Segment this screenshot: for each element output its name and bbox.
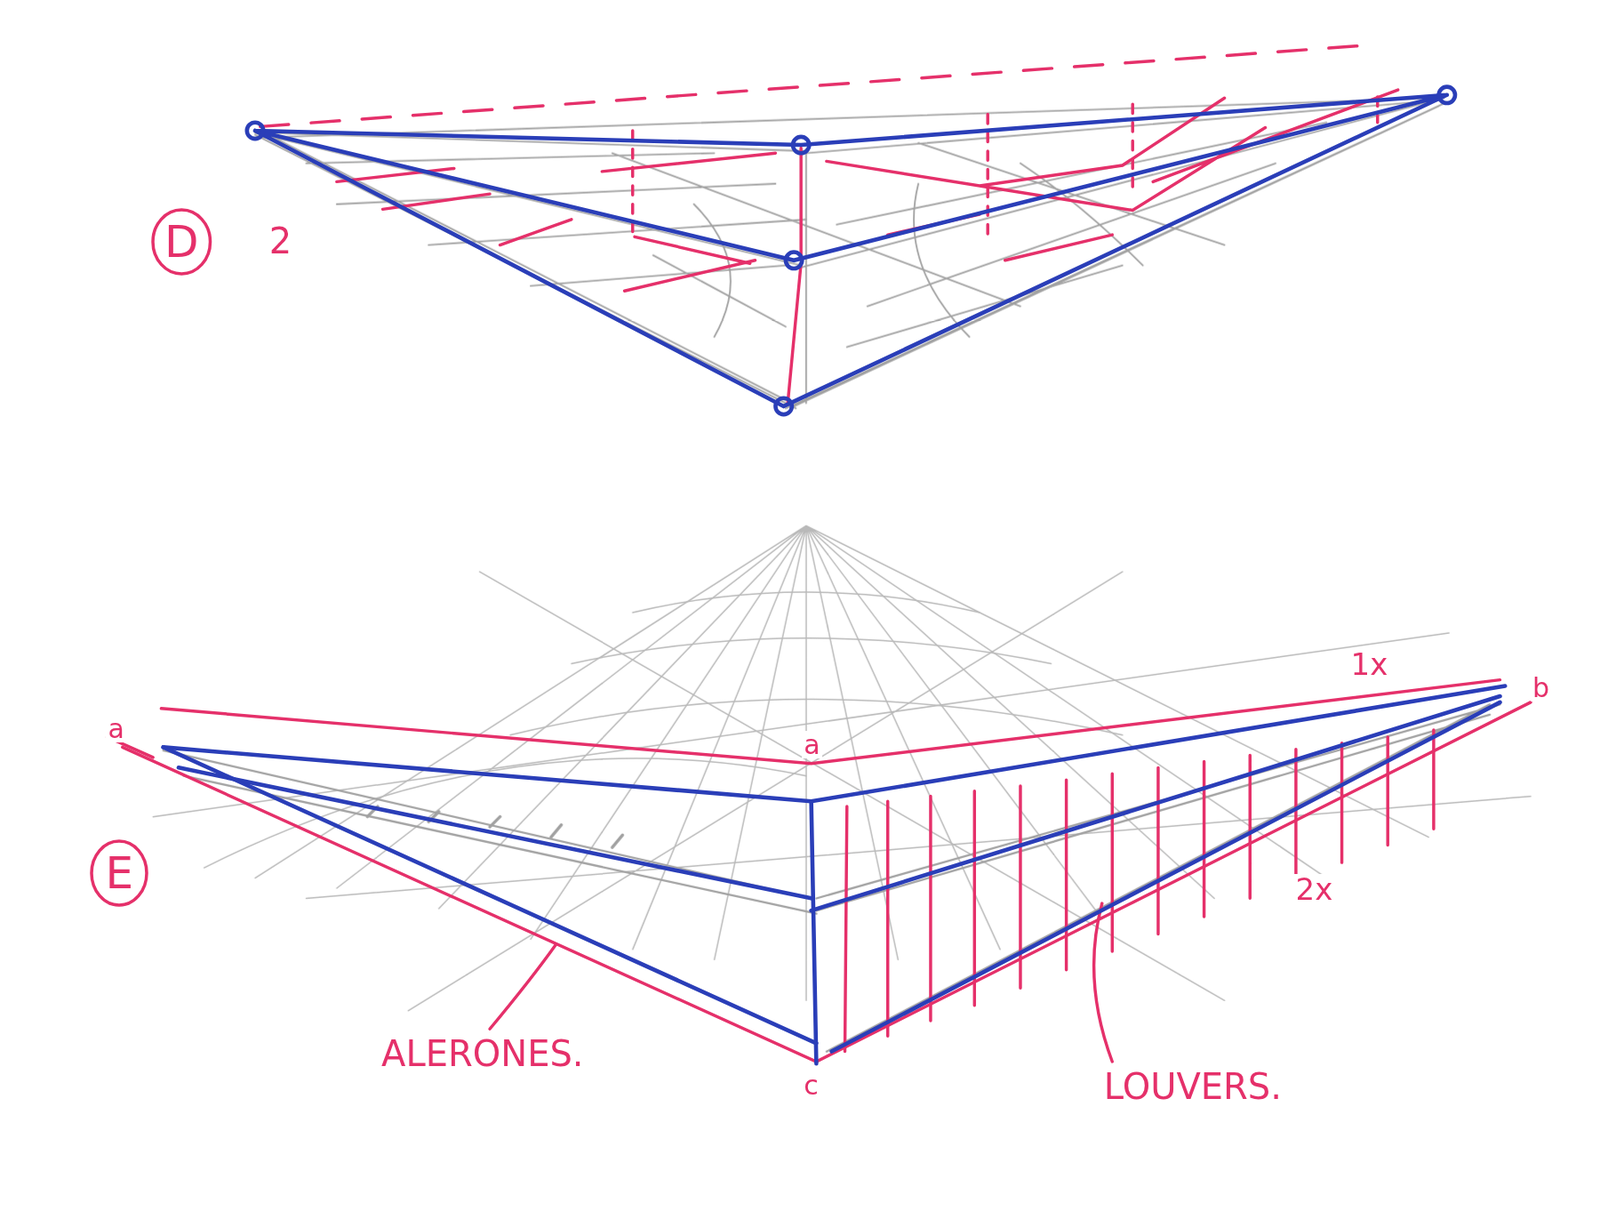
pencil-construction <box>152 97 1531 1051</box>
ratio-note: 2x <box>1294 873 1336 906</box>
ratio-note: 1x <box>1349 648 1391 681</box>
vertex-letter: a <box>801 730 822 760</box>
structure-d-blue <box>255 95 1448 407</box>
callout-number: 2 <box>267 222 294 260</box>
vertex-letter: a <box>105 714 126 744</box>
part-name: LOUVERS. <box>1102 1067 1284 1105</box>
circled-letter: D <box>151 208 213 276</box>
section-letter: E <box>105 850 135 896</box>
circled-letter: E <box>89 839 149 907</box>
structure-e-red <box>107 680 1531 1062</box>
vertex-letter: b <box>1530 673 1552 703</box>
structure-d-joints <box>247 87 1456 416</box>
part-name: ALERONES. <box>379 1034 586 1072</box>
vertex-letter: c <box>801 1071 821 1100</box>
structure-e-blue <box>163 686 1506 1064</box>
section-letter: D <box>164 219 200 264</box>
